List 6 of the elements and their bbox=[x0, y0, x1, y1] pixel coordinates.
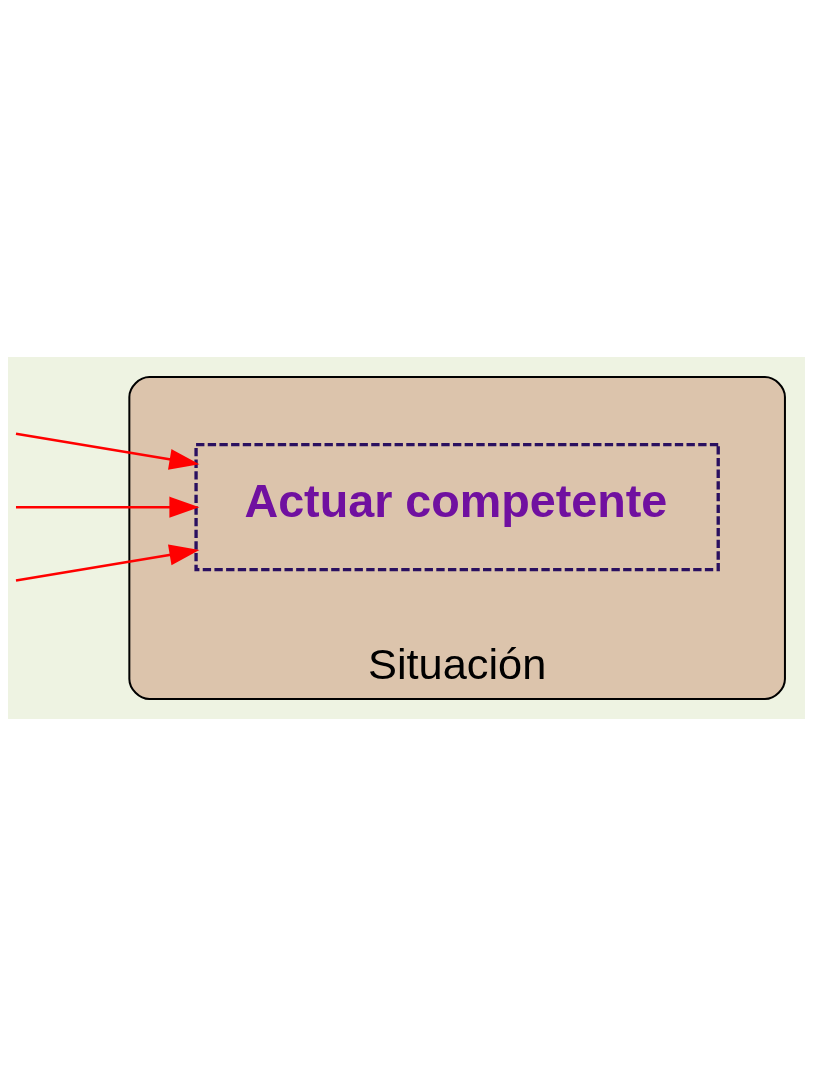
cluster bbox=[128, 375, 786, 700]
arrow bbox=[16, 496, 200, 518]
node-label: Situación bbox=[367, 639, 547, 688]
node-box: Actuar competente bbox=[194, 442, 720, 571]
arrow bbox=[15, 432, 200, 470]
arrow bbox=[15, 543, 200, 582]
